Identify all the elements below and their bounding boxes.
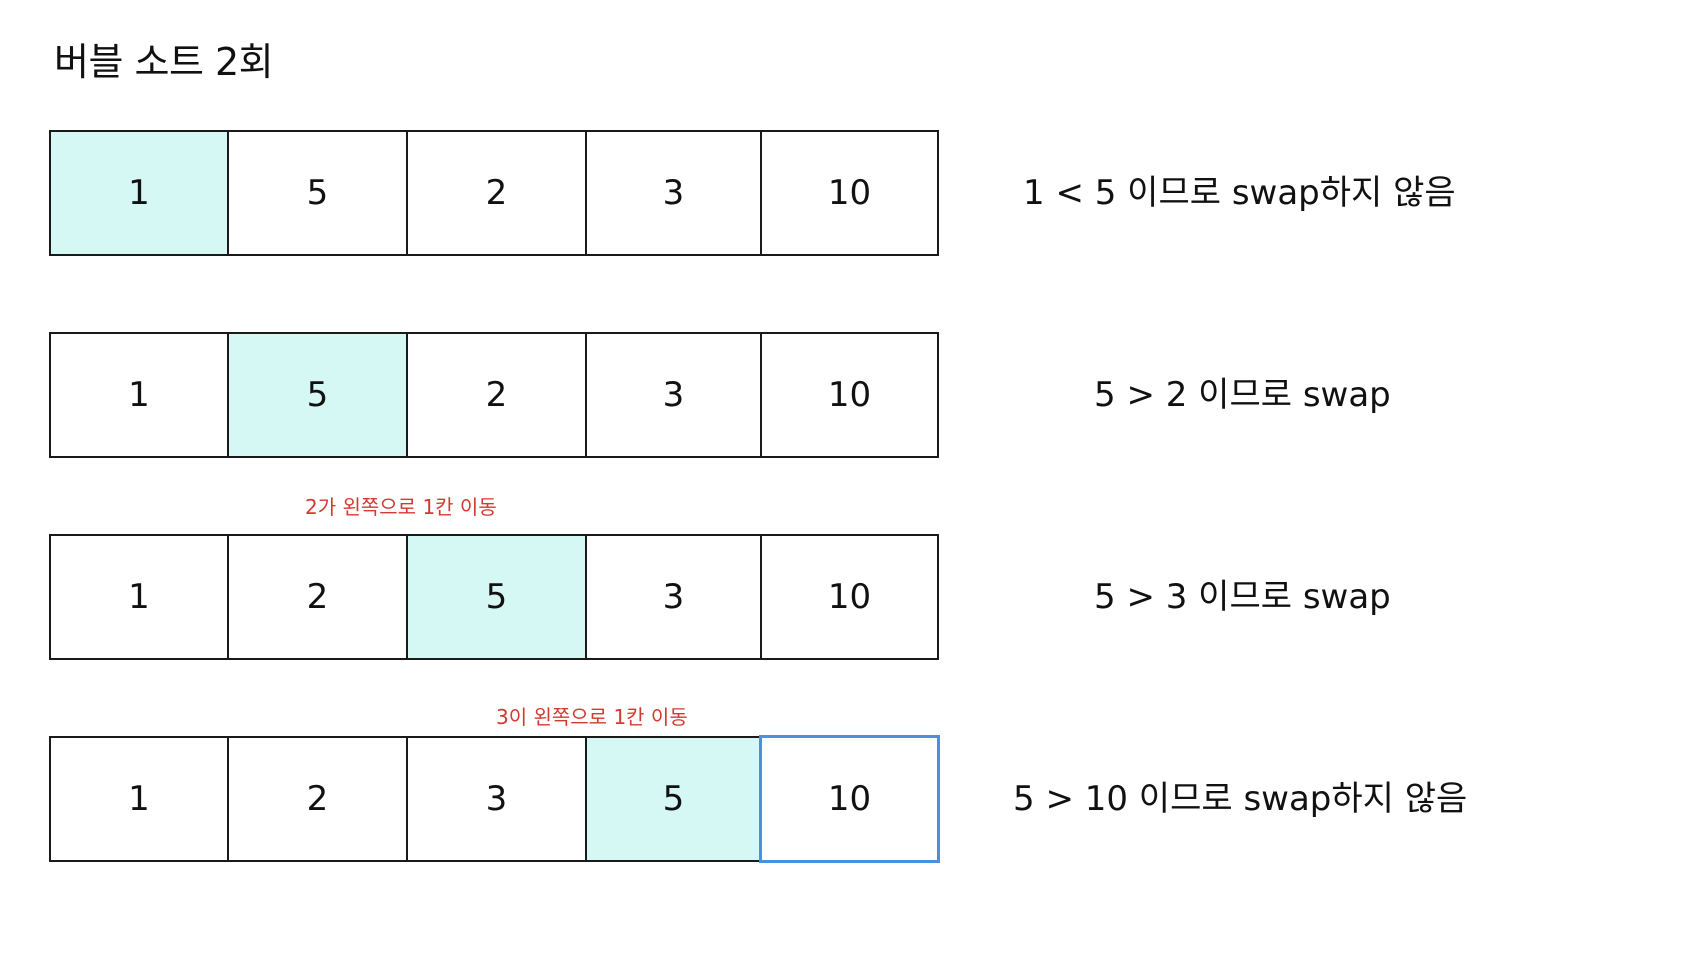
array-cell: 1 [51, 334, 229, 456]
array-cell: 2 [229, 536, 408, 658]
array-cell: 1 [51, 132, 229, 254]
array-cell: 3 [587, 536, 762, 658]
array-row-3: 1 2 5 3 10 [49, 534, 939, 660]
step-description-3: 5 > 3 이므로 swap [1094, 577, 1391, 617]
step-description-2: 5 > 2 이므로 swap [1094, 375, 1391, 415]
array-cell: 2 [408, 334, 587, 456]
step-description-1: 1 < 5 이므로 swap하지 않음 [1023, 173, 1456, 213]
array-row-1: 1 5 2 3 10 [49, 130, 939, 256]
move-note-1: 2가 왼쪽으로 1칸 이동 [305, 495, 497, 519]
array-cell: 10 [762, 132, 939, 254]
array-row-2: 1 5 2 3 10 [49, 332, 939, 458]
array-cell: 1 [51, 738, 229, 860]
array-cell: 3 [408, 738, 587, 860]
array-cell: 3 [587, 132, 762, 254]
array-cell: 5 [229, 334, 408, 456]
selected-array-cell: 10 [759, 735, 940, 863]
array-cell: 2 [408, 132, 587, 254]
page-title: 버블 소트 2회 [54, 40, 274, 84]
array-cell: 5 [587, 738, 762, 860]
array-cell: 5 [408, 536, 587, 658]
array-row-4: 1 2 3 5 10 [49, 735, 940, 863]
array-cell: 3 [587, 334, 762, 456]
step-description-4: 5 > 10 이므로 swap하지 않음 [1013, 779, 1468, 819]
array-cell: 10 [762, 536, 939, 658]
array-cell: 2 [229, 738, 408, 860]
move-note-2: 3이 왼쪽으로 1칸 이동 [496, 705, 688, 729]
array-cell: 10 [762, 334, 939, 456]
array-cell: 1 [51, 536, 229, 658]
array-cell: 5 [229, 132, 408, 254]
